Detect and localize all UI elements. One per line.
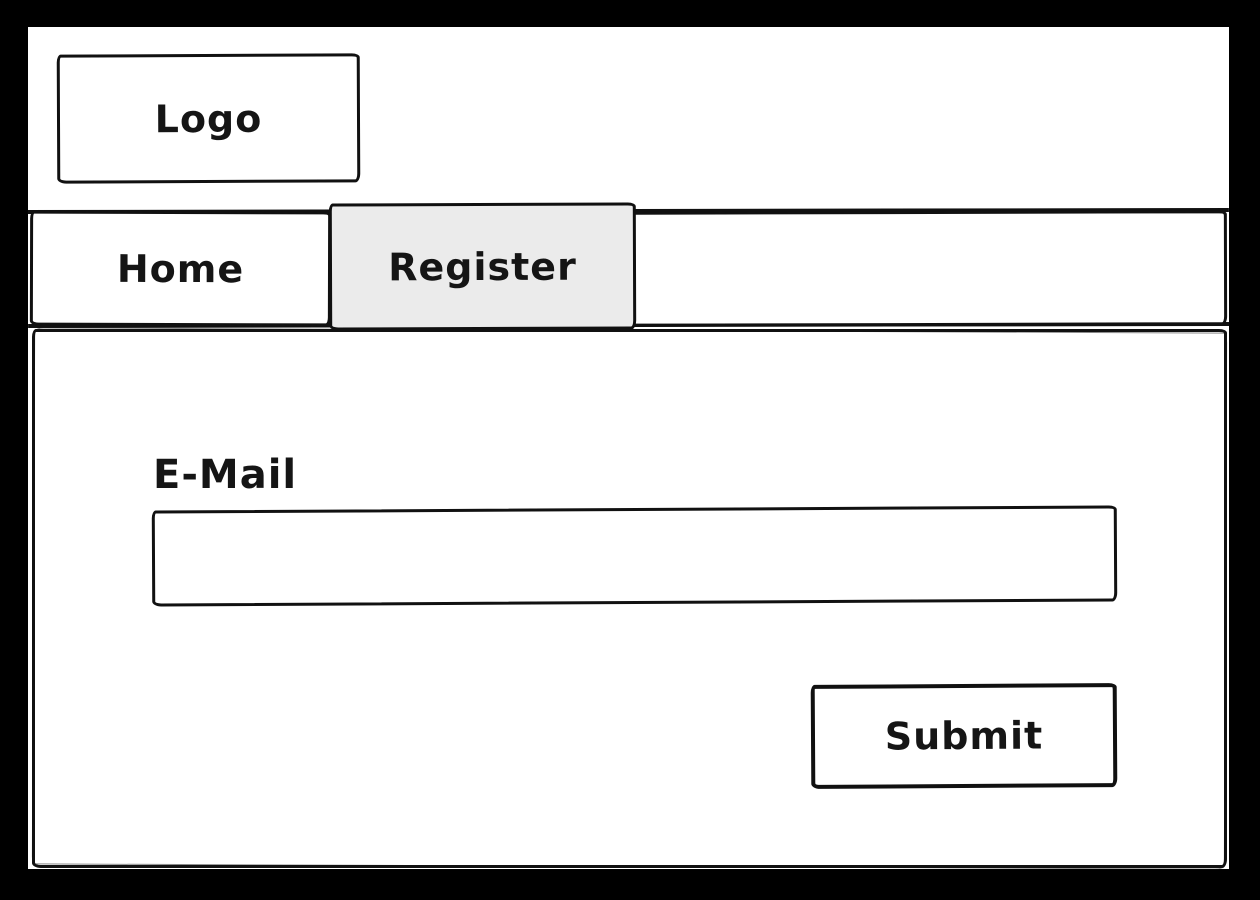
page-background: Logo Home Register E-Mail Submit (27, 27, 1230, 869)
nav-tab-register[interactable]: Register (328, 202, 637, 331)
main-content-box: E-Mail Submit (32, 329, 1227, 868)
submit-button-label: Submit (884, 713, 1044, 759)
nav-tab-home-label: Home (116, 246, 245, 291)
logo-label: Logo (154, 96, 263, 141)
submit-button[interactable]: Submit (810, 683, 1118, 789)
email-input[interactable] (151, 505, 1118, 607)
nav-tab-register-label: Register (388, 244, 577, 289)
nav-tab-empty (624, 210, 1228, 327)
logo-box[interactable]: Logo (56, 53, 361, 184)
nav-tab-home[interactable]: Home (29, 210, 332, 327)
email-field-label: E-Mail (153, 452, 298, 498)
